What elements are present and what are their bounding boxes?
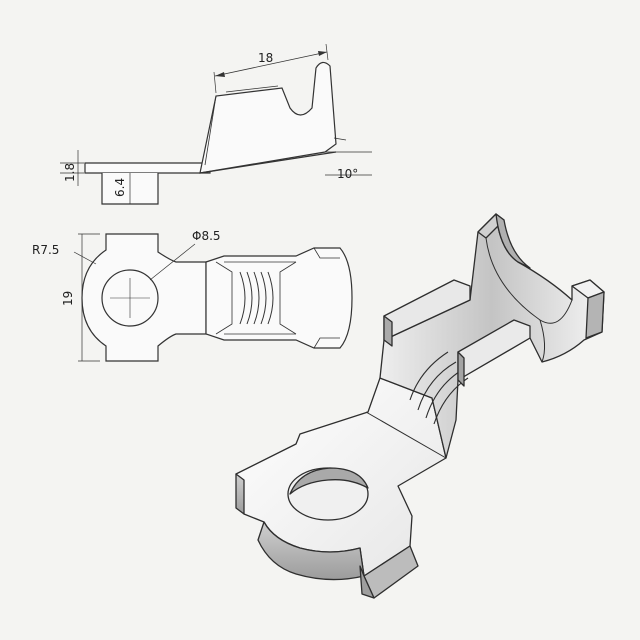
dim-side-thickness: 1.8 xyxy=(63,163,77,182)
side-view xyxy=(60,43,372,205)
isometric-view xyxy=(235,213,605,599)
dim-side-height: 6.4 xyxy=(113,178,127,197)
top-view-barrel xyxy=(205,247,353,349)
dim-top-hole: Φ8.5 xyxy=(192,229,221,243)
top-view xyxy=(73,233,353,362)
side-view-base xyxy=(84,162,211,174)
side-view-body xyxy=(199,61,337,174)
dim-side-width: 18 xyxy=(258,51,273,65)
dim-top-width: 19 xyxy=(61,291,75,306)
dim-side-angle: 10° xyxy=(337,167,358,181)
dim-top-radius: R7.5 xyxy=(32,243,59,257)
